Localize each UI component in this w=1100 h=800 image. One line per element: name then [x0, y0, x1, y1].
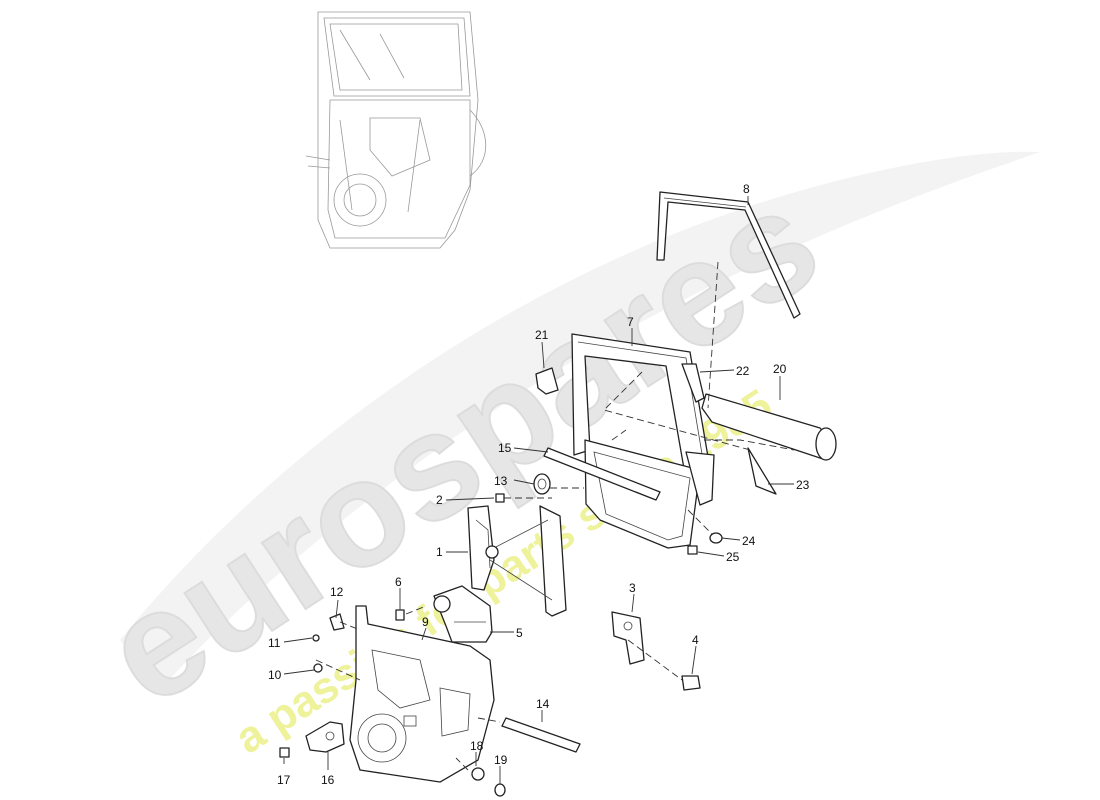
part-2-screw — [495, 493, 505, 503]
callout-4[interactable]: 4 — [692, 633, 699, 647]
part-25-screw — [687, 545, 698, 555]
callout-18[interactable]: 18 — [470, 739, 484, 753]
callout-15[interactable]: 15 — [498, 441, 512, 455]
callout-8[interactable]: 8 — [743, 182, 750, 196]
part-13-bumper — [533, 473, 551, 495]
callout-24[interactable]: 24 — [742, 534, 756, 548]
callout-5[interactable]: 5 — [516, 626, 523, 640]
door-overview-inset — [305, 11, 487, 249]
part-10-clip — [313, 663, 323, 673]
part-24-nut — [709, 532, 723, 544]
part-15-channel-strip — [543, 447, 661, 501]
part-18-screw — [471, 767, 485, 781]
part-23-trim — [747, 447, 777, 495]
callout-12[interactable]: 12 — [330, 585, 344, 599]
part-3-bracket — [611, 611, 645, 665]
leader-lines — [283, 196, 794, 784]
part-17-screw — [279, 747, 290, 758]
callout-21[interactable]: 21 — [535, 328, 549, 342]
callout-22[interactable]: 22 — [736, 364, 750, 378]
callout-17[interactable]: 17 — [277, 773, 291, 787]
callout-13[interactable]: 13 — [494, 474, 508, 488]
callout-19[interactable]: 19 — [494, 753, 508, 767]
callout-16[interactable]: 16 — [321, 773, 335, 787]
callout-1[interactable]: 1 — [436, 545, 443, 559]
part-9-door-panel — [349, 605, 495, 783]
callout-6[interactable]: 6 — [395, 575, 402, 589]
callout-20[interactable]: 20 — [773, 362, 787, 376]
callout-labels: 1 2 3 4 5 6 7 8 9 10 11 12 13 14 15 16 1… — [268, 182, 810, 787]
callout-14[interactable]: 14 — [536, 697, 550, 711]
part-22-trim — [681, 363, 705, 403]
part-16-bracket — [305, 721, 345, 753]
callout-11[interactable]: 11 — [268, 636, 281, 650]
part-1-regulator — [467, 505, 567, 617]
part-8-window-seal — [656, 191, 801, 319]
part-6-screw — [395, 609, 405, 621]
callout-9[interactable]: 9 — [422, 615, 429, 629]
assembly-lines — [315, 261, 795, 771]
callout-3[interactable]: 3 — [629, 581, 636, 595]
part-19-ring — [494, 783, 506, 797]
callout-23[interactable]: 23 — [796, 478, 810, 492]
callout-2[interactable]: 2 — [436, 493, 443, 507]
callout-25[interactable]: 25 — [726, 550, 740, 564]
part-14-strip — [501, 717, 581, 753]
part-4-bolt — [681, 675, 701, 691]
callout-7[interactable]: 7 — [627, 315, 634, 329]
part-11-clip — [312, 634, 320, 642]
part-21-clip — [535, 367, 559, 395]
part-5-motor — [433, 585, 493, 643]
part-20-guide — [701, 393, 837, 461]
callout-10[interactable]: 10 — [268, 668, 282, 682]
